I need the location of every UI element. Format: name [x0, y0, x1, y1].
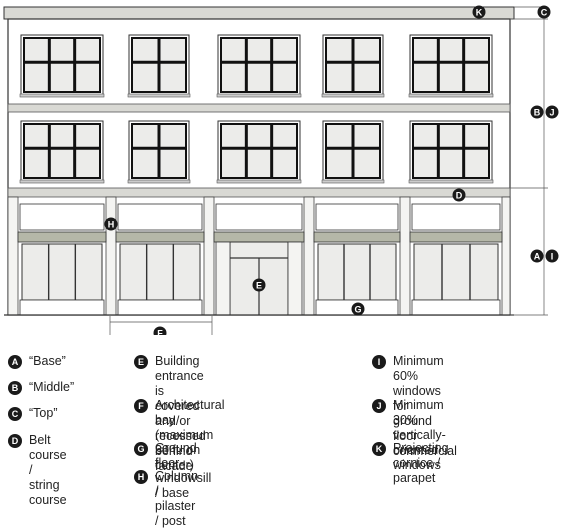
legend-text: “Top” — [29, 406, 58, 420]
storefront-bay — [115, 203, 205, 316]
marker-a: A — [530, 249, 544, 263]
marker-g: G — [351, 302, 365, 316]
upper-window — [127, 34, 191, 98]
upper-window — [408, 34, 494, 98]
legend-text: Projecting cornice / parapet — [393, 441, 449, 485]
marker-k: K — [472, 5, 486, 19]
legend-badge: H — [134, 470, 148, 484]
column-pilaster — [105, 196, 117, 316]
upper-window — [321, 34, 385, 98]
legend-item-e: E Building entrance is covered and/or rec… — [134, 354, 206, 474]
marker-f: F — [153, 326, 167, 335]
marker-letter: K — [476, 7, 483, 17]
marker-d: D — [452, 188, 466, 202]
legend-badge: F — [134, 399, 148, 413]
marker-letter: C — [541, 7, 548, 17]
marker-letter: J — [549, 107, 554, 117]
upper-window — [216, 34, 302, 98]
legend-text: Architectural bay (maximum 30 ft. on cen… — [155, 398, 225, 472]
upper-window — [19, 120, 105, 184]
column-pilaster — [399, 196, 411, 316]
legend-badge: E — [134, 355, 148, 369]
upper-window — [19, 34, 105, 98]
marker-c: C — [537, 5, 551, 19]
legend-text: Minimum 30% vertically- oriented windows — [393, 398, 446, 472]
cornice — [3, 6, 515, 20]
column-pilaster — [303, 196, 315, 316]
marker-letter: H — [108, 219, 115, 229]
column-pilaster — [501, 196, 511, 316]
legend-badge: C — [8, 407, 22, 421]
floor-band — [7, 103, 511, 113]
legend-text: Column / pilaster / post — [155, 469, 199, 528]
marker-i: I — [545, 249, 559, 263]
storefront-bay — [313, 203, 401, 316]
legend-text: “Base” — [29, 354, 66, 368]
belt-course — [7, 187, 511, 198]
legend-text: Minimum 60% windows for ground floor com… — [393, 354, 457, 458]
legend-item-j: J Minimum 30% vertically- oriented window… — [372, 398, 446, 473]
upper-window — [321, 120, 385, 184]
marker-letter: B — [534, 107, 541, 117]
legend-item-a: A “Base” — [8, 354, 66, 369]
marker-h: H — [104, 217, 118, 231]
marker-b: B — [530, 105, 544, 119]
legend-badge: A — [8, 355, 22, 369]
legend-text: Building entrance is covered and/or rece… — [155, 354, 206, 473]
marker-letter: I — [551, 251, 554, 261]
legend-badge: G — [134, 442, 148, 456]
storefront-bay — [17, 203, 107, 316]
marker-letter: E — [256, 280, 262, 290]
legend-badge: J — [372, 399, 386, 413]
legend-item-c: C “Top” — [8, 406, 57, 421]
marker-letter: D — [456, 190, 463, 200]
legend-item-h: H Column / pilaster / post — [134, 469, 198, 529]
legend-text: “Middle” — [29, 380, 75, 394]
legend-item-f: F Architectural bay (maximum 30 ft. on ce… — [134, 398, 224, 473]
upper-window — [216, 120, 302, 184]
legend-badge: B — [8, 381, 22, 395]
legend-badge: I — [372, 355, 386, 369]
legend-item-d: D Belt course / string course — [8, 433, 67, 508]
marker-letter: A — [534, 251, 541, 261]
upper-window — [408, 120, 494, 184]
legend-badge: K — [372, 442, 386, 456]
legend-badge: D — [8, 434, 22, 448]
marker-e: E — [252, 278, 266, 292]
marker-letter: F — [157, 328, 163, 335]
legend-item-k: K Projecting cornice / parapet — [372, 441, 449, 486]
legend-text: Belt course / string course — [29, 433, 67, 507]
column-pilaster — [203, 196, 215, 316]
storefront-bay — [213, 203, 305, 316]
legend-item-i: I Minimum 60% windows for ground floor co… — [372, 354, 457, 459]
storefront-bay — [409, 203, 503, 316]
marker-letter: G — [354, 304, 361, 314]
column-pilaster — [7, 196, 19, 316]
legend-item-b: B “Middle” — [8, 380, 74, 395]
upper-window — [127, 120, 191, 184]
marker-j: J — [545, 105, 559, 119]
